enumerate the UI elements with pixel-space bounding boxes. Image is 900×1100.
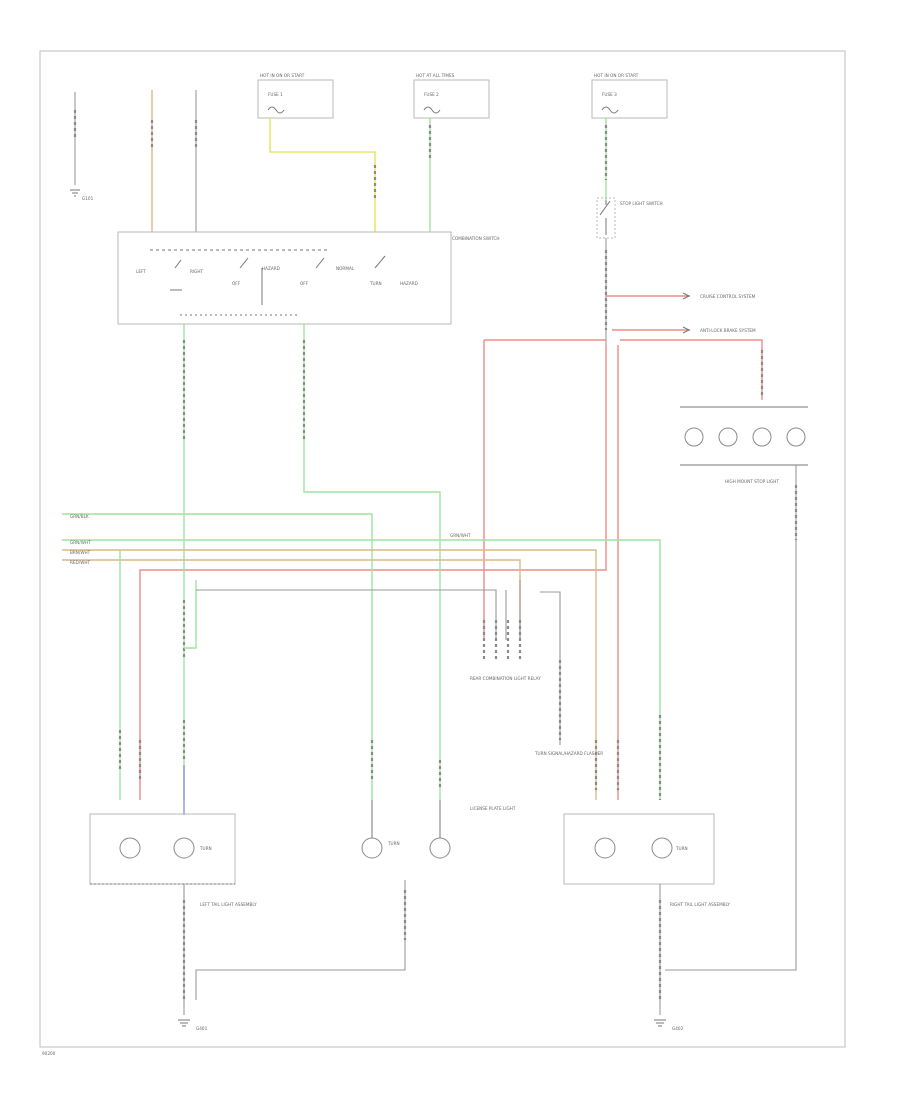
switch-contacts [150, 249, 386, 316]
left-tail-turn: TURN [199, 846, 212, 851]
combination-switch: COMBINATION SWITCH LEFT RIGHT OFF OFF HA… [117, 231, 500, 325]
fuse-symbols [267, 106, 619, 114]
stop-switch-label: STOP LIGHT SWITCH [620, 201, 663, 206]
bus-orange-2 [62, 559, 521, 640]
switch-normal: NORMAL [336, 266, 355, 271]
fuse-box-right: HOT IN ON OR START FUSE 3 [591, 73, 668, 119]
fuse-box-mid-label: HOT AT ALL TIMES [416, 73, 455, 78]
combination-switch-label: COMBINATION SWITCH [452, 236, 500, 241]
wire-red-highmount [620, 339, 763, 400]
diagram-frame [39, 50, 846, 1048]
switch-hazard: HAZARD [262, 266, 280, 271]
ground-symbol-right [654, 1019, 666, 1027]
fuse-box-left: HOT IN ON OR START FUSE 1 [257, 73, 334, 119]
license-plate-light: TURN LICENSE PLATE LIGHT [361, 800, 516, 859]
fuse-box-left-label: HOT IN ON OR START [260, 73, 305, 78]
fuse-box-mid-id: FUSE 2 [424, 92, 439, 97]
switch-right: RIGHT [190, 269, 204, 274]
switch-off-1: OFF [232, 281, 241, 286]
bus-green-4 [184, 580, 197, 649]
footer-code: 90200 [42, 1051, 56, 1056]
ground-top-label: G101 [82, 196, 94, 201]
wire-label-3: BRN/WHT [70, 550, 91, 555]
anti-lock-label: ANTI-LOCK BRAKE SYSTEM [700, 328, 756, 333]
wire-highmount-ground [665, 465, 797, 971]
wire-red-main [139, 345, 607, 800]
right-tail-light: TURN RIGHT TAIL LIGHT ASSEMBLY [563, 813, 730, 907]
high-mount-label: HIGH MOUNT STOP LIGHT [725, 479, 779, 484]
fuse-box-mid: HOT AT ALL TIMES FUSE 2 [413, 73, 490, 119]
wire-red-relay-feed [483, 339, 606, 640]
flasher-label: TURN SIGNAL/HAZARD FLASHER [534, 751, 603, 756]
relay-label: REAR COMBINATION LIGHT RELAY [470, 676, 541, 681]
right-tail-label: RIGHT TAIL LIGHT ASSEMBLY [670, 902, 730, 907]
rear-combination-relay: REAR COMBINATION LIGHT RELAY [470, 620, 541, 681]
cruise-control-label: CRUISE CONTROL SYSTEM [700, 294, 756, 299]
left-tail-light: TURN LEFT TAIL LIGHT ASSEMBLY [89, 813, 257, 907]
wire-yellow-fuse-left [269, 118, 376, 232]
bus-green-1 [62, 513, 373, 800]
license-label: LICENSE PLATE LIGHT [470, 806, 516, 811]
stop-light-switch: STOP LIGHT SWITCH [596, 197, 663, 239]
wire-label-5: GRN/WHT [450, 533, 471, 538]
fuse-box-right-label: HOT IN ON OR START [594, 73, 639, 78]
ground-left-label: G401 [196, 1026, 208, 1031]
license-turn: TURN [387, 841, 400, 846]
fuse-box-left-id: FUSE 1 [268, 92, 283, 97]
ground-symbol-top [70, 189, 80, 197]
bus-orange-1 [62, 549, 597, 800]
wire-license-ground [195, 880, 406, 1000]
bus-gray-relay [196, 580, 521, 640]
wire-label-2: GRN/WHT [70, 540, 91, 545]
switch-turn: TURN [369, 281, 382, 286]
switch-off-2: OFF [300, 281, 309, 286]
wire-label-4: RED/WHT [70, 560, 90, 565]
high-mount-stop-light: HIGH MOUNT STOP LIGHT [680, 406, 808, 484]
bus-green-2 [62, 539, 661, 800]
right-tail-turn: TURN [675, 846, 688, 851]
switch-hazard-2: HAZARD [400, 281, 418, 286]
wire-label-1: GRN/BLK [70, 514, 89, 519]
left-tail-label: LEFT TAIL LIGHT ASSEMBLY [200, 902, 257, 907]
ground-symbol-left [178, 1019, 190, 1027]
fuse-box-right-id: FUSE 3 [602, 92, 617, 97]
ground-right-label: G402 [672, 1026, 684, 1031]
switch-left: LEFT [136, 269, 146, 274]
bus-gray-relay-2 [540, 591, 561, 745]
